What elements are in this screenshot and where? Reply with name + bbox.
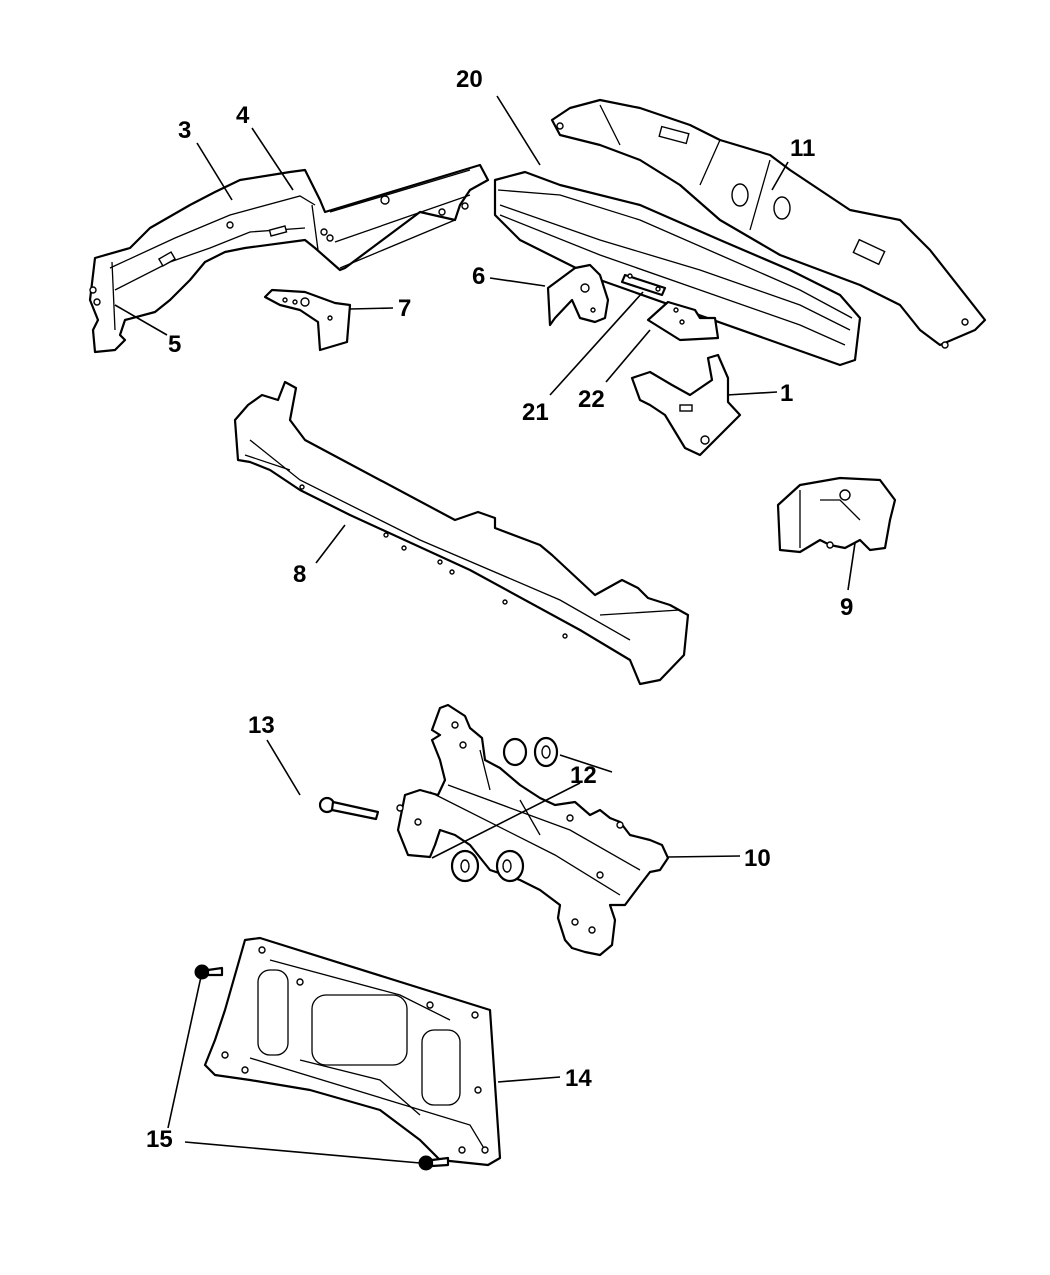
callout-21: 21 xyxy=(522,399,549,426)
leader-7 xyxy=(349,307,394,310)
leader-21 xyxy=(549,291,644,396)
callout-22: 22 xyxy=(578,386,605,413)
callout-7: 7 xyxy=(398,295,411,322)
leader-15a xyxy=(167,971,203,1129)
leader-4 xyxy=(251,127,294,191)
part-skid-plate xyxy=(203,936,502,1167)
leader-10 xyxy=(771,161,789,191)
leader-14 xyxy=(497,1076,561,1083)
part-crossmember xyxy=(233,380,690,686)
part-bushing-top xyxy=(533,736,559,768)
callout-10: 11 xyxy=(790,135,815,162)
part-bracket xyxy=(630,353,742,457)
part-mount-bracket xyxy=(546,263,610,327)
leader-6 xyxy=(489,277,546,287)
leader-11 xyxy=(667,855,741,858)
leader-12a xyxy=(559,754,613,773)
leader-8 xyxy=(315,524,346,564)
leader-20 xyxy=(496,95,541,166)
leader-lines xyxy=(114,95,856,1164)
callout-5: 5 xyxy=(168,331,181,358)
callout-9: 9 xyxy=(840,594,853,621)
leader-9 xyxy=(847,542,856,591)
part-bracket-small xyxy=(646,300,720,342)
callout-labels: 3 4 5 7 20 11 6 21 22 1 8 9 13 12 10 14 … xyxy=(146,66,853,1153)
leader-12b xyxy=(431,782,581,859)
callout-14: 14 xyxy=(565,1065,592,1092)
callout-11: 10 xyxy=(744,845,771,872)
part-rear-frame-rail xyxy=(550,98,987,349)
part-sill-reinforcement xyxy=(493,170,862,367)
callout-13: 13 xyxy=(248,712,275,739)
part-engine-cradle xyxy=(396,703,670,957)
leader-13 xyxy=(266,739,301,796)
leader-5 xyxy=(114,304,168,336)
leader-22 xyxy=(605,329,651,383)
callout-1: 1 xyxy=(780,380,793,407)
callout-15: 15 xyxy=(146,1126,173,1153)
leader-15b xyxy=(184,1141,421,1164)
part-bolt xyxy=(318,796,380,821)
part-mount-bracket-assembly xyxy=(776,476,897,554)
callout-4: 4 xyxy=(236,102,250,129)
callout-6: 6 xyxy=(472,263,485,290)
callout-8: 8 xyxy=(293,561,306,588)
leader-3 xyxy=(196,142,233,201)
callout-12: 12 xyxy=(570,762,597,789)
part-bushing xyxy=(450,737,528,883)
part-frame-rail-front-left xyxy=(88,163,490,354)
part-plate xyxy=(620,273,667,297)
leader-1 xyxy=(726,391,778,396)
part-screw xyxy=(194,964,450,1171)
callout-20: 20 xyxy=(456,66,483,93)
part-support-bracket xyxy=(263,288,352,352)
callout-3: 3 xyxy=(178,117,191,144)
